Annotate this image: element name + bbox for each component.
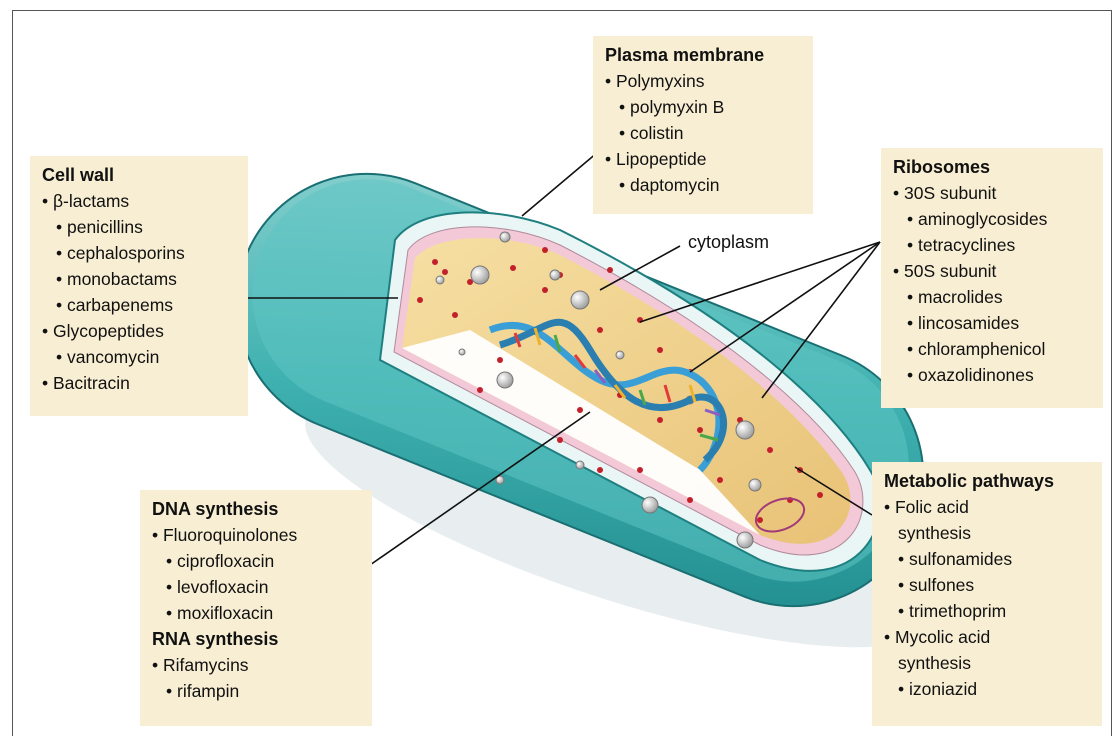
- list-item: • β-lactams: [42, 188, 238, 214]
- list-item: synthesis: [884, 650, 1092, 676]
- metabolic-pathways-title: Metabolic pathways: [884, 468, 1092, 494]
- list-item: • sulfonamides: [884, 546, 1092, 572]
- list-item: • penicillins: [42, 214, 238, 240]
- cell-wall-title: Cell wall: [42, 162, 238, 188]
- list-item: • sulfones: [884, 572, 1092, 598]
- list-item: • Fluoroquinolones: [152, 522, 362, 548]
- list-item: • Rifamycins: [152, 652, 362, 678]
- list-item: • 50S subunit: [893, 258, 1093, 284]
- list-item: • ciprofloxacin: [152, 548, 362, 574]
- list-item: • carbapenems: [42, 292, 238, 318]
- list-item: • Lipopeptide: [605, 146, 803, 172]
- list-item: • polymyxin B: [605, 94, 803, 120]
- list-item: • levofloxacin: [152, 574, 362, 600]
- dna-rna-synthesis-box: DNA synthesis • Fluoroquinolones • cipro…: [140, 490, 372, 726]
- list-item: • Folic acid: [884, 494, 1092, 520]
- list-item: • cephalosporins: [42, 240, 238, 266]
- list-item: • aminoglycosides: [893, 206, 1093, 232]
- list-item: synthesis: [884, 520, 1092, 546]
- list-item: • Mycolic acid: [884, 624, 1092, 650]
- plasma-membrane-box: Plasma membrane • Polymyxins • polymyxin…: [593, 36, 813, 214]
- ribosomes-box: Ribosomes • 30S subunit • aminoglycoside…: [881, 148, 1103, 408]
- cell-wall-box: Cell wall • β-lactams • penicillins • ce…: [30, 156, 248, 416]
- list-item: • monobactams: [42, 266, 238, 292]
- dna-synthesis-title: DNA synthesis: [152, 496, 362, 522]
- list-item: • trimethoprim: [884, 598, 1092, 624]
- list-item: • 30S subunit: [893, 180, 1093, 206]
- list-item: • chloramphenicol: [893, 336, 1093, 362]
- list-item: • colistin: [605, 120, 803, 146]
- rna-synthesis-title: RNA synthesis: [152, 626, 362, 652]
- ribosomes-title: Ribosomes: [893, 154, 1093, 180]
- list-item: • rifampin: [152, 678, 362, 704]
- list-item: • lincosamides: [893, 310, 1093, 336]
- list-item: • tetracyclines: [893, 232, 1093, 258]
- metabolic-pathways-box: Metabolic pathways • Folic acid synthesi…: [872, 462, 1102, 726]
- list-item: • Bacitracin: [42, 370, 238, 396]
- list-item: • Polymyxins: [605, 68, 803, 94]
- list-item: • vancomycin: [42, 344, 238, 370]
- list-item: • oxazolidinones: [893, 362, 1093, 388]
- list-item: • macrolides: [893, 284, 1093, 310]
- list-item: • moxifloxacin: [152, 600, 362, 626]
- cytoplasm-label: cytoplasm: [688, 232, 769, 253]
- list-item: • daptomycin: [605, 172, 803, 198]
- plasma-membrane-title: Plasma membrane: [605, 42, 803, 68]
- list-item: • izoniazid: [884, 676, 1092, 702]
- list-item: • Glycopeptides: [42, 318, 238, 344]
